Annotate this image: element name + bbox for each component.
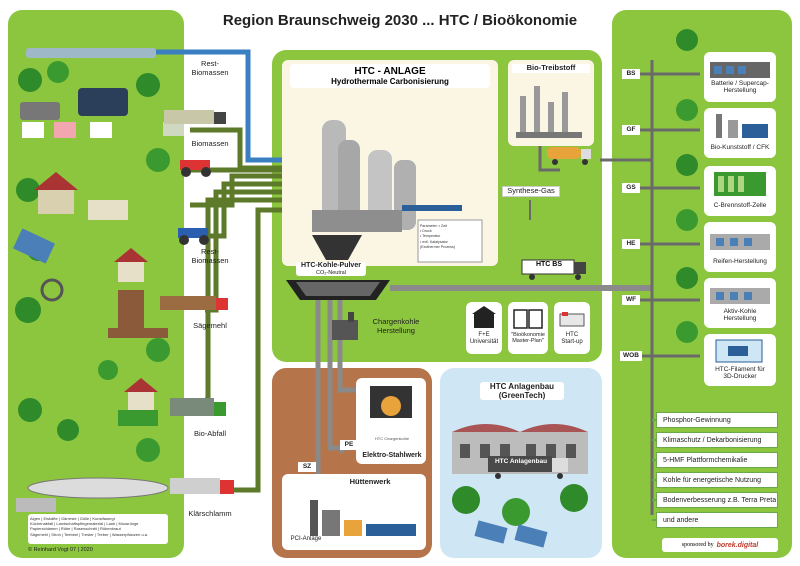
- pci-label: PCI-Anlage: [290, 536, 322, 542]
- fue-label: F+E Universität: [469, 332, 499, 345]
- truck-icon: [164, 110, 226, 124]
- anlagenbau-truck-label: HTC Anlagenbau: [494, 458, 548, 465]
- list-item-5hmf: 5-HMF Plattformchemikalie: [656, 452, 778, 468]
- coal-powder-title: HTC-Kohle-Pulver: [301, 262, 361, 269]
- feedstock-legend: Algen | Eiskäfte | Gärreste | Gülle | Ku…: [28, 514, 168, 544]
- list-item-bodenverbesserung: Bodenverbesserung z.B. Terra Preta: [656, 492, 778, 508]
- charcoal-kiln-icon: [332, 312, 358, 340]
- product-activated-carbon: Aktiv-Kohle Herstellung: [723, 308, 757, 323]
- pe-tag: PE: [340, 440, 358, 450]
- product-battery: Batterie / Supercap- Herstellung: [711, 80, 769, 95]
- product-fuelcell: C-Brennstoff-Zelle: [713, 202, 767, 209]
- co2-neutral: CO₂-Neutral: [316, 270, 346, 277]
- university-icon: [472, 306, 496, 328]
- sludge-truck-icon: [170, 478, 234, 494]
- htc-anlage-title: HTC - ANLAGE: [354, 66, 426, 77]
- city-tag-bs: BS: [622, 69, 640, 79]
- sponsor-box: sponsored by borek.digital: [662, 538, 778, 552]
- list-item-klimaschutz: Klimaschutz / Dekarbonisierung: [656, 432, 778, 448]
- city-tag-wf: WF: [622, 295, 640, 305]
- refinery-icon: [516, 86, 582, 138]
- htc-bs-truck: [521, 259, 586, 280]
- product-biokunststoff: Bio-Kunststoff / CFK: [710, 144, 770, 151]
- anlagenbau-title: HTC Anlagenbau (GreenTech): [480, 382, 564, 401]
- page-title: Region Braunschweig 2030 ... HTC / Bioök…: [222, 12, 578, 29]
- htc-plant-drawing: [312, 120, 483, 263]
- anlagenbau-truck: [488, 456, 568, 479]
- sponsor-prefix: sponsored by: [681, 542, 714, 548]
- steelwork-label: Elektro-Stahlwerk: [362, 452, 422, 459]
- city-tag-gs: GS: [622, 183, 640, 193]
- right-trees: [676, 29, 698, 343]
- sz-tag: SZ: [298, 462, 316, 472]
- battery-factory-icon: [710, 62, 770, 78]
- city-tag-gf: GF: [622, 125, 640, 135]
- label-rest-biomassen-1: Rest- Biomassen: [191, 59, 229, 77]
- label-saegemehl: Sägemehl: [193, 321, 227, 330]
- params-box: Parameter: • Zeit • Druck • Temperatur •…: [420, 224, 455, 249]
- tractor-icon: [178, 228, 209, 245]
- left-trucks: [160, 110, 234, 494]
- coal-powder-label: HTC-Kohle-Pulver CO₂-Neutral: [296, 262, 366, 277]
- startup-icon: [559, 312, 585, 327]
- htc-anlage-subtitle: Hydrothermale Carbonisierung: [331, 77, 449, 86]
- charcoal-label: Chargenkohle Herstellung: [372, 317, 420, 335]
- plastics-plant-icon: [716, 114, 768, 138]
- label-biomassen: Biomassen: [191, 139, 229, 148]
- master-plan-label: "Bioökonomie Master-Plan": [511, 332, 545, 345]
- list-item-und-andere: und andere: [656, 512, 778, 528]
- product-3d-filament: HTC-Filament für 3D-Drucker: [715, 366, 765, 381]
- list-item-phosphor: Phosphor-Gewinnung: [656, 412, 778, 428]
- book-icon: [513, 309, 543, 329]
- sponsor-name: borek.digital: [716, 541, 759, 549]
- hopper-icon: [286, 280, 390, 300]
- label-bio-abfall: Bio-Abfall: [193, 429, 227, 438]
- fuel-truck-icon: [547, 147, 591, 165]
- fuel-cell-icon: [714, 172, 766, 196]
- startup-label: HTC Start-up: [561, 332, 583, 345]
- label-klaerschlamm: Klärschlamm: [188, 509, 232, 518]
- htc-bs-label: HTC BS: [535, 261, 563, 268]
- huettenwerk-box: [282, 474, 426, 550]
- steel-small-label: HTC Chargenkohle: [374, 436, 410, 441]
- steel-plant-icon: [310, 500, 416, 536]
- list-item-kohle: Kohle für energetische Nutzung: [656, 472, 778, 488]
- factory-hall-icon: [452, 424, 588, 548]
- waste-truck-icon: [170, 398, 226, 416]
- biofuel-label: Bio-Treibstoff: [512, 63, 590, 73]
- log-truck-icon: [160, 296, 228, 310]
- city-tag-wob: WOB: [620, 351, 642, 361]
- startup-box: [554, 302, 590, 354]
- carbon-factory-icon: [710, 288, 770, 304]
- copyright: © Reinhard Vogt 07 | 2020: [28, 547, 93, 553]
- furnace-icon: [370, 386, 412, 418]
- 3d-printer-icon: [715, 339, 763, 363]
- label-rest-biomassen-2: Rest- Biomassen: [191, 247, 229, 265]
- tractor-icon: [180, 160, 211, 177]
- left-illustrations: [13, 48, 184, 512]
- htc-title: HTC - ANLAGE Hydrothermale Carbonisierun…: [290, 64, 490, 88]
- product-tyre: Reifen-Herstellung: [713, 258, 767, 265]
- city-tag-he: HE: [622, 239, 640, 249]
- tyre-factory-icon: [710, 234, 770, 250]
- huettenwerk-label: Hüttenwerk: [349, 477, 391, 486]
- synthesis-gas-label: Synthese-Gas: [502, 186, 560, 197]
